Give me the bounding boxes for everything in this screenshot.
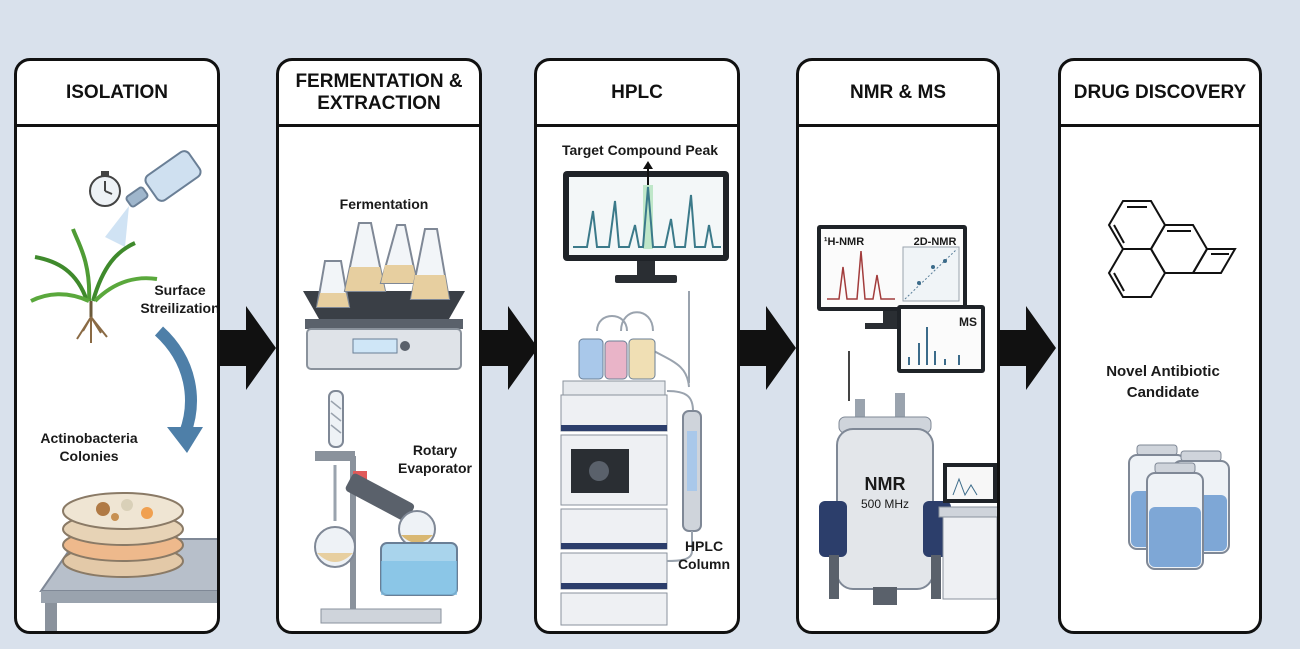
nmr-ms-illustration — [817, 225, 997, 605]
hplc-system-icon — [560, 291, 702, 626]
monitor-icon — [563, 161, 729, 283]
panel-title: NMR & MS — [799, 61, 997, 127]
label-actinobacteria-colonies: Actinobacteria Colonies — [40, 430, 138, 464]
label-ms: MS — [959, 315, 977, 329]
fermentation-illustration — [303, 222, 465, 624]
flow-arrow-4 — [1000, 306, 1056, 390]
panel-fermentation-extraction: FERMENTATION & EXTRACTION — [276, 58, 482, 634]
hplc-illustration — [560, 161, 729, 626]
label-1h-nmr: ¹H-NMR — [823, 236, 865, 248]
panel-title: DRUG DISCOVERY — [1061, 61, 1259, 127]
petri-dish-icon — [62, 492, 184, 578]
computer-station-icon — [938, 463, 997, 600]
rotary-evaporator-icon — [314, 390, 458, 624]
nmr-magnet-icon — [819, 351, 951, 605]
label-2d-nmr: 2D-NMR — [913, 236, 957, 248]
label-surface-sterilization: Surface Streilization — [140, 282, 220, 316]
isolation-illustration — [30, 150, 217, 631]
nmr-monitor-icon — [817, 225, 967, 329]
stopwatch-icon — [89, 171, 121, 207]
vials-icon — [1128, 444, 1230, 570]
label-nmr: NMR — [864, 474, 906, 494]
label-target-compound-peak: Target Compound Peak — [561, 142, 719, 158]
panel-title: FERMENTATION & EXTRACTION — [279, 61, 479, 127]
panel-nmr-ms: NMR & MS — [796, 58, 1000, 634]
panel-hplc: HPLC — [534, 58, 740, 634]
shaker-flasks-icon — [303, 222, 465, 370]
label-hplc-column: HPLC Column — [677, 538, 731, 572]
flow-arrow-2 — [482, 306, 538, 390]
ms-monitor-icon — [897, 305, 985, 373]
plant-icon — [30, 228, 158, 343]
label-novel-antibiotic-candidate: Novel Antibiotic Candidate — [1106, 363, 1220, 401]
drug-discovery-illustration — [1107, 200, 1237, 570]
wash-bottle-icon — [105, 150, 202, 247]
flow-arrow-1 — [220, 306, 276, 390]
flow-arrow-3 — [740, 306, 796, 390]
label-rotary-evaporator: Rotary Evaporator — [398, 442, 472, 476]
curved-arrow-icon — [154, 326, 203, 453]
label-500-mhz: 500 MHz — [860, 497, 910, 511]
panel-drug-discovery: DRUG DISCOVERY Novel Antibiotic Candidat… — [1058, 58, 1262, 634]
label-fermentation: Fermentation — [339, 196, 429, 212]
panel-title: HPLC — [537, 61, 737, 127]
panel-title: ISOLATION — [17, 61, 217, 127]
molecule-icon — [1107, 200, 1237, 298]
panel-isolation: ISOLATION — [14, 58, 220, 634]
